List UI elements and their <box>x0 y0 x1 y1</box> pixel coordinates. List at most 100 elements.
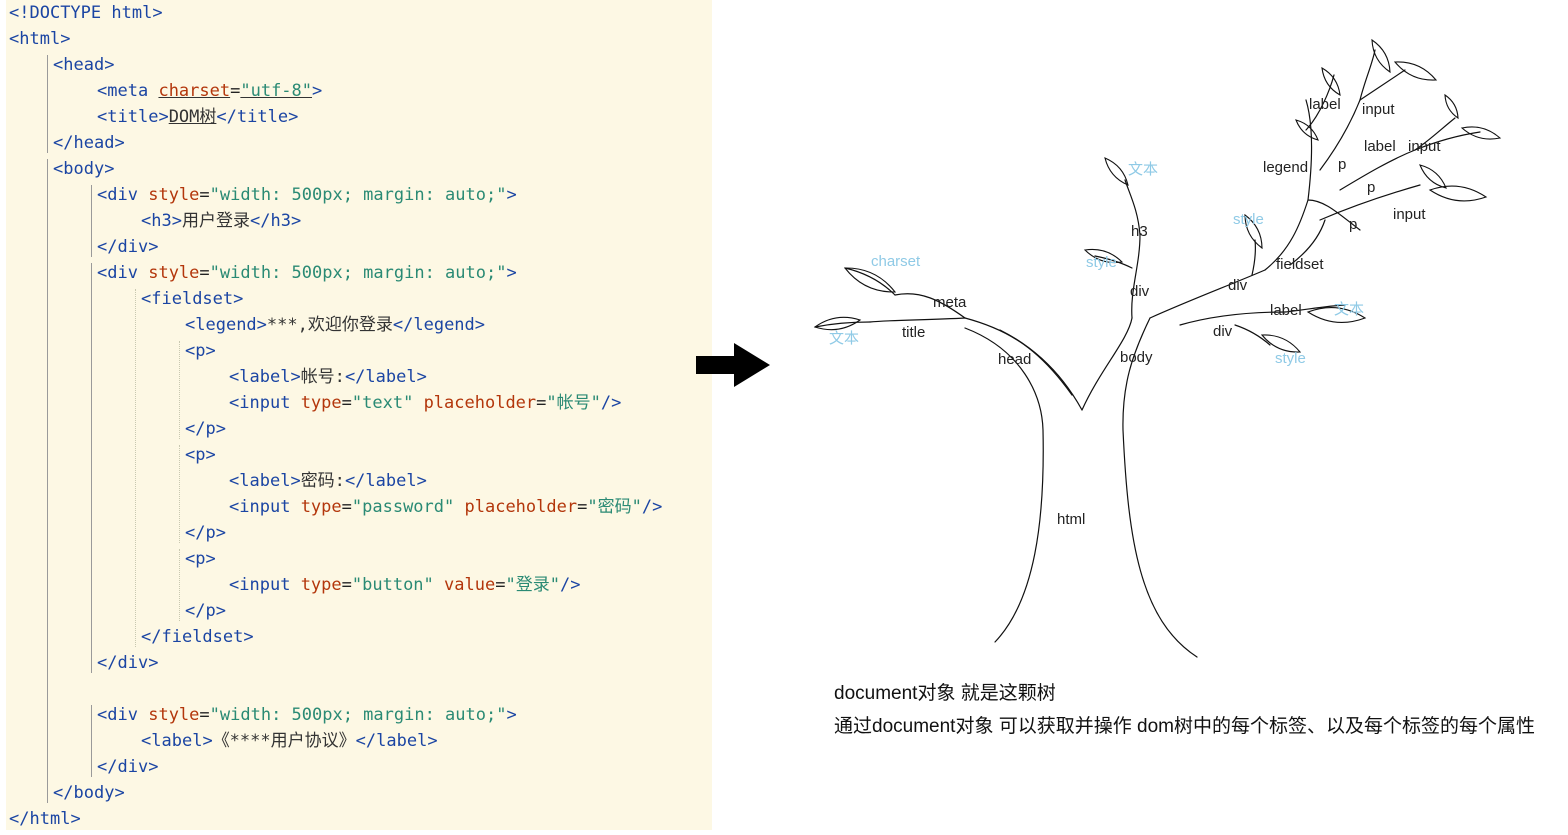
tag-bracket: </ <box>97 757 118 777</box>
tree-node-style1: style <box>1086 254 1117 271</box>
attribute-value: "password" <box>351 497 455 517</box>
tree-branch <box>1305 99 1313 201</box>
tag-bracket: < <box>229 393 240 413</box>
tag-name: input <box>239 393 291 413</box>
tree-branch <box>1284 304 1346 313</box>
tag-name: html <box>29 809 71 829</box>
code-line: <input type="password" placeholder="密码"/… <box>229 494 662 520</box>
tag-bracket: > <box>152 3 163 23</box>
tree-node-input3: input <box>1393 206 1426 223</box>
tag-name: head <box>73 133 115 153</box>
tag-bracket: > <box>158 107 169 127</box>
caption-line-1: document对象 就是这颗树 <box>834 683 1056 704</box>
tree-leaf <box>1419 164 1447 189</box>
tree-node-title-text: 文本 <box>829 330 859 347</box>
tag-name: div <box>107 705 138 725</box>
code-line: </fieldset> <box>141 624 254 650</box>
tag-bracket: > <box>416 471 427 491</box>
tree-leaf <box>1104 157 1129 186</box>
tree-node-label3: label <box>1270 302 1302 319</box>
tree-node-title: title <box>902 324 925 341</box>
tag-bracket: > <box>104 55 115 75</box>
tree-node-input2: input <box>1408 138 1441 155</box>
tag-bracket: /> <box>600 393 622 413</box>
tag-bracket: > <box>205 549 216 569</box>
tree-branch <box>1359 49 1376 101</box>
tag-name: h3 <box>270 211 291 231</box>
tree-leaf <box>1321 66 1341 97</box>
code-line: </p> <box>185 416 226 442</box>
tag-bracket: < <box>53 159 64 179</box>
tree-node-label2: label <box>1364 138 1396 155</box>
tree-node-div3: div <box>1213 323 1233 340</box>
tree-leaf <box>1083 248 1124 264</box>
element-text: 用户登录 <box>181 211 250 231</box>
attribute-value: "密码" <box>587 497 642 517</box>
code-line: <label>密码:</label> <box>229 468 427 494</box>
tag-bracket: > <box>70 809 81 829</box>
equals-sign: = <box>577 497 588 517</box>
tree-leaf <box>1460 126 1502 140</box>
right-arrow-icon <box>696 343 770 387</box>
element-text: 《****用户协议》 <box>212 731 356 751</box>
tag-bracket: /> <box>641 497 663 517</box>
code-line: </div> <box>97 754 158 780</box>
tree-branch <box>1149 269 1266 319</box>
equals-sign: = <box>536 393 547 413</box>
tag-bracket: </ <box>216 107 237 127</box>
tree-branch <box>999 329 1083 411</box>
tag-bracket: > <box>416 367 427 387</box>
code-line: <label>帐号:</label> <box>229 364 427 390</box>
tag-name: input <box>239 575 291 595</box>
tree-branch <box>1414 131 1481 151</box>
indent-guide <box>179 549 180 621</box>
tag-bracket: < <box>185 315 196 335</box>
code-line: </body> <box>53 780 125 806</box>
tree-node-h3: h3 <box>1131 223 1148 240</box>
code-panel: <!DOCTYPE html><html><head><meta charset… <box>6 0 712 830</box>
code-line: <input type="button" value="登录"/> <box>229 572 580 598</box>
equals-sign: = <box>341 393 352 413</box>
code-line: </head> <box>53 130 125 156</box>
tag-bracket: > <box>506 705 517 725</box>
tag-name: label <box>365 471 417 491</box>
tree-branch <box>1251 239 1256 276</box>
tree-branch <box>1319 99 1361 171</box>
code-line: </div> <box>97 234 158 260</box>
code-line: <!DOCTYPE html> <box>9 0 163 26</box>
attribute-name: style <box>148 263 200 283</box>
tag-name: p <box>205 601 216 621</box>
tree-branch <box>1307 199 1361 231</box>
tag-name: h3 <box>151 211 172 231</box>
space <box>290 393 300 413</box>
tag-bracket: > <box>290 367 301 387</box>
tree-node-fieldset: fieldset <box>1276 256 1324 273</box>
space <box>290 575 300 595</box>
equals-sign: = <box>199 705 210 725</box>
tag-bracket: </ <box>355 731 377 751</box>
tag-bracket: </ <box>344 367 366 387</box>
tree-branch <box>814 321 871 328</box>
tag-name: html <box>19 29 61 49</box>
tag-bracket: < <box>229 367 240 387</box>
indent-guide <box>91 705 92 777</box>
tag-bracket: </ <box>392 315 414 335</box>
tag-name: fieldset <box>161 627 244 647</box>
tag-name: label <box>239 367 291 387</box>
tree-node-style3: style <box>1275 350 1306 367</box>
space <box>138 263 148 283</box>
tag-name: legend <box>413 315 475 335</box>
tag-bracket: > <box>288 107 299 127</box>
tag-bracket: > <box>114 783 125 803</box>
tag-bracket: < <box>229 575 240 595</box>
tag-name: label <box>151 731 203 751</box>
code-line: <head> <box>53 52 114 78</box>
tree-leaf <box>1393 61 1438 81</box>
tree-node-body: body <box>1120 349 1153 366</box>
attribute-value: "width: 500px; margin: auto;" <box>209 185 507 205</box>
tag-bracket: < <box>9 29 20 49</box>
tag-bracket: < <box>185 445 196 465</box>
tag-bracket: > <box>148 757 159 777</box>
tag-bracket: > <box>215 419 226 439</box>
